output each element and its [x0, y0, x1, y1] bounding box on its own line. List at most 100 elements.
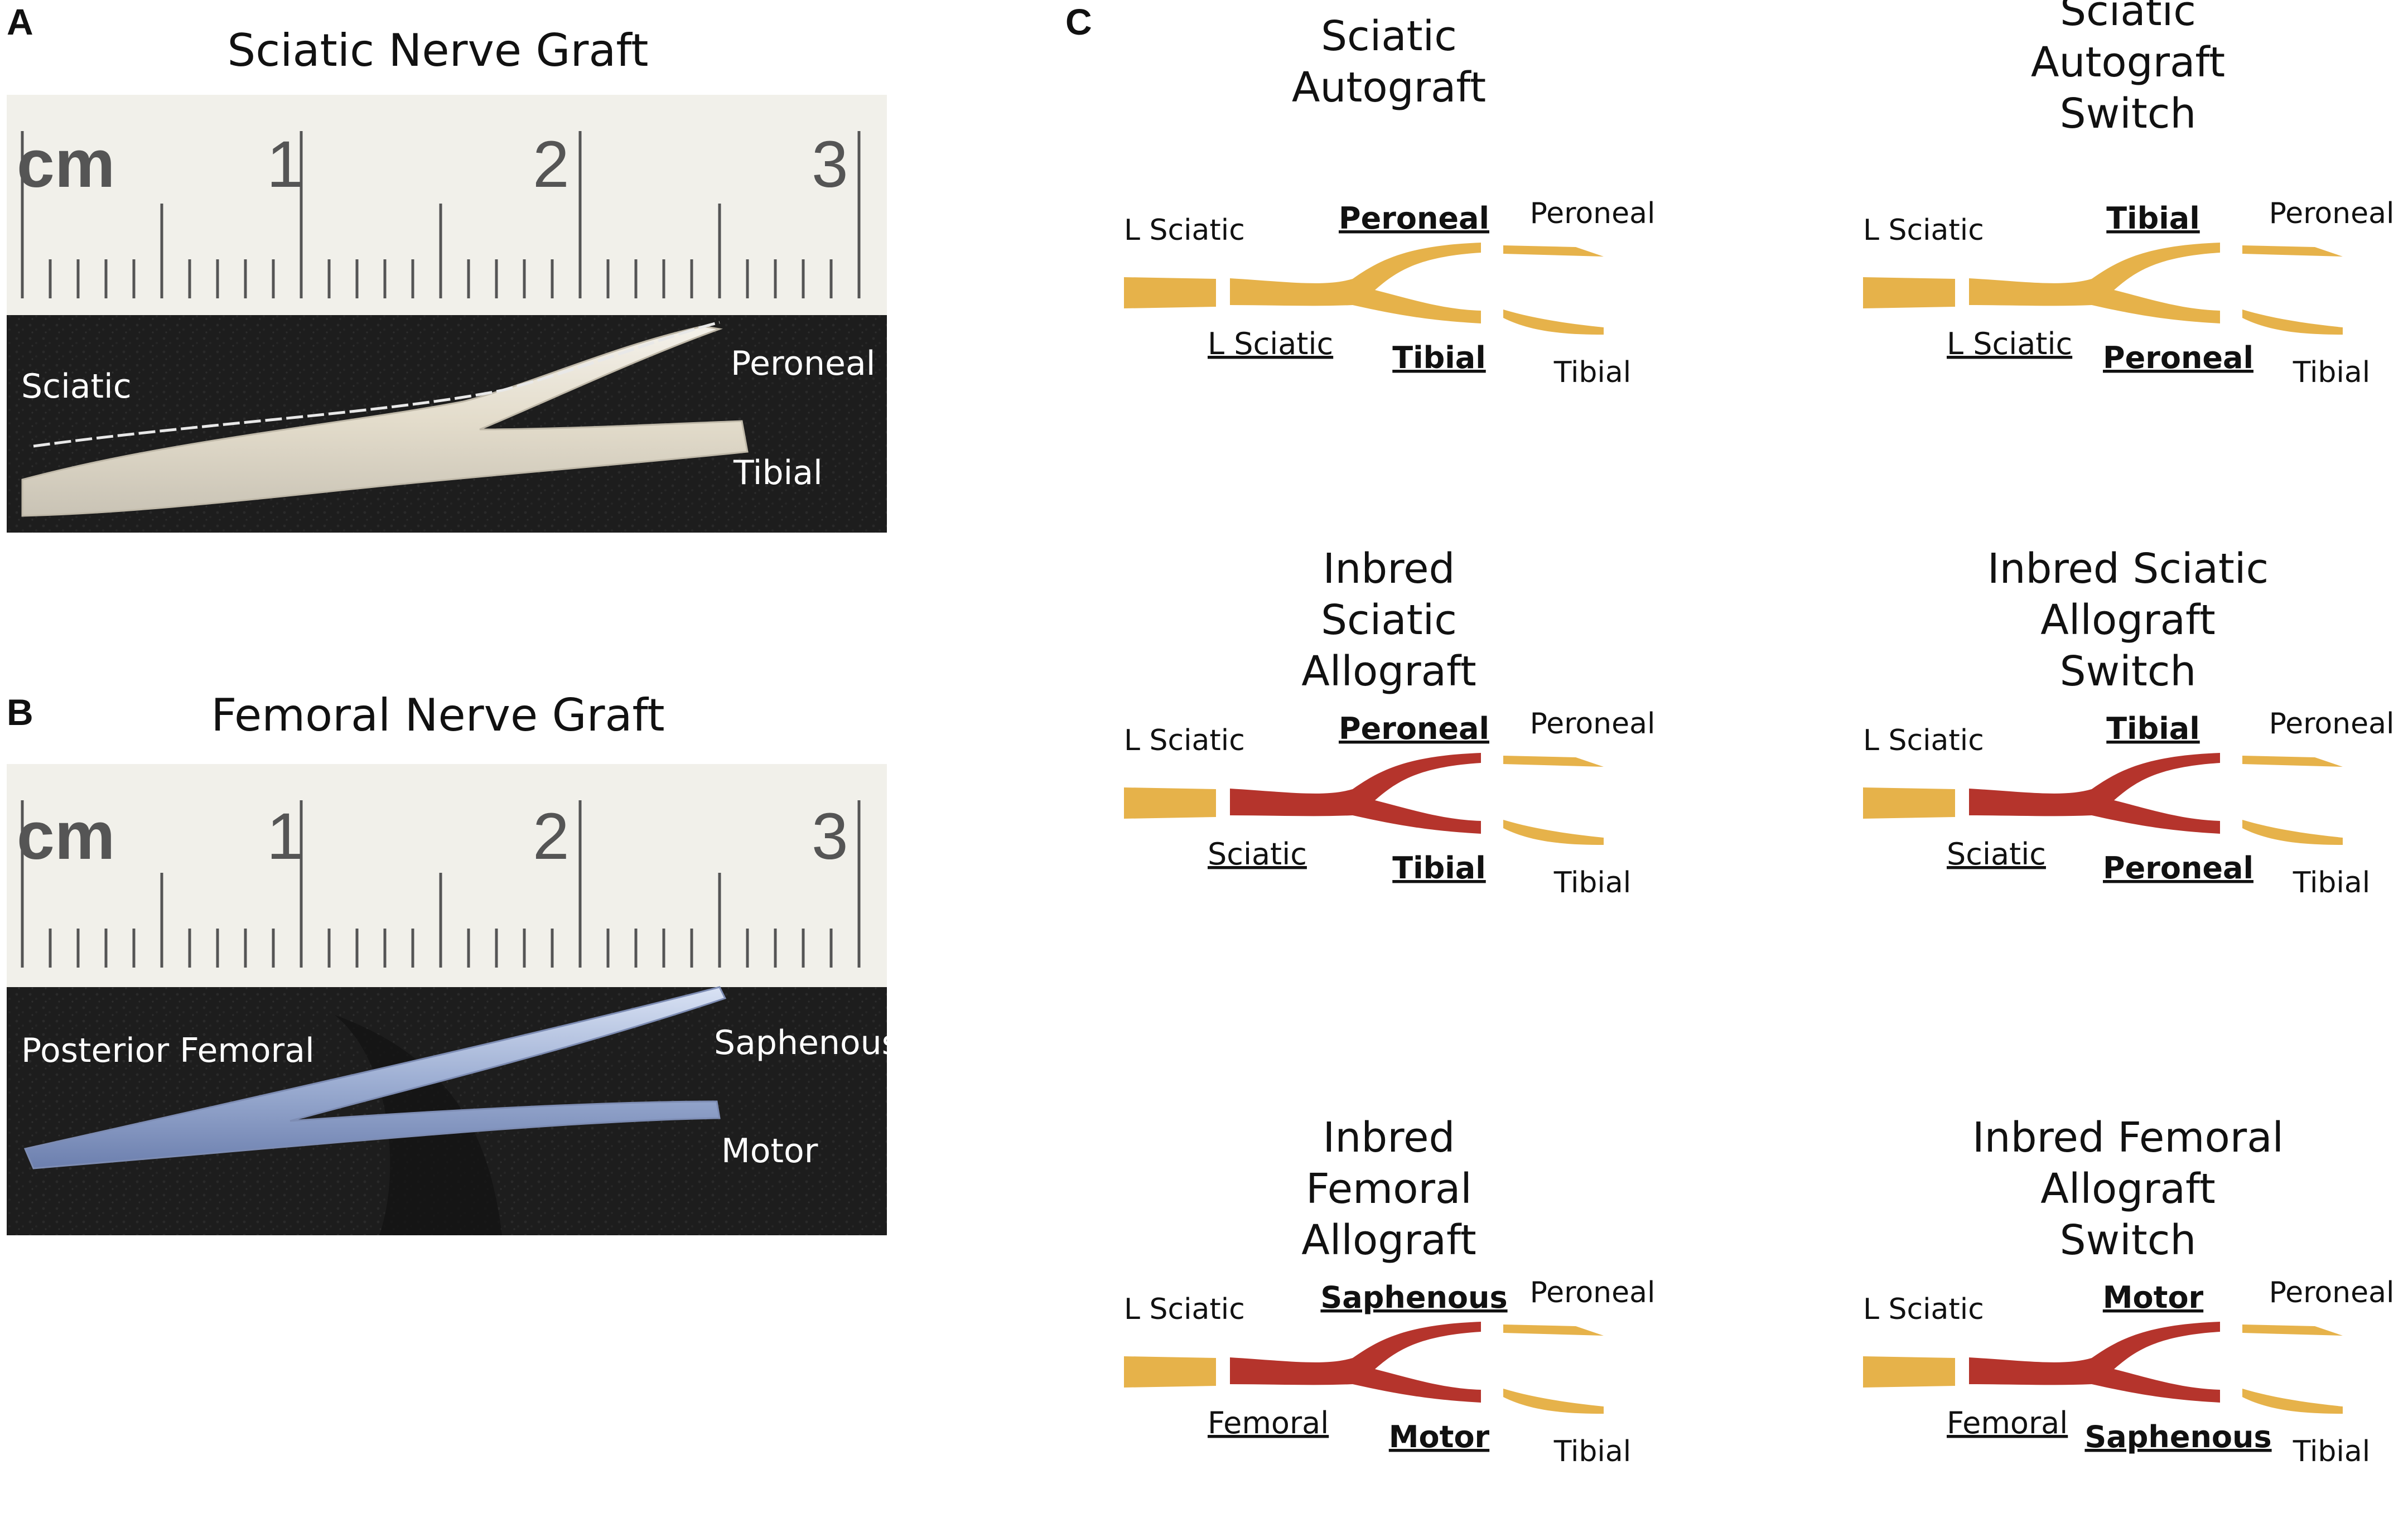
graft-label: L Sciatic — [1947, 326, 2072, 361]
host-proximal-stump — [1863, 277, 1955, 308]
ruler-number-2: 2 — [533, 800, 570, 873]
diagram-title-line: Switch — [2060, 1216, 2197, 1264]
panel-b-letter: B — [7, 692, 33, 733]
panel-b: B Femoral Nerve Graft cm 1 2 3 Posterior… — [7, 689, 899, 1235]
ruler-body — [7, 764, 887, 987]
diagram-title-line: Femoral — [1306, 1165, 1472, 1213]
nerve-graft — [1230, 1322, 1481, 1403]
diagram-title-line: Allograft — [1301, 647, 1476, 695]
graft-label: Sciatic — [1208, 837, 1307, 872]
label-peroneal: Peroneal — [731, 344, 875, 383]
graft-label: Sciatic — [1947, 837, 2046, 872]
distal-lower-label: Tibial — [2293, 1435, 2370, 1468]
host-proximal-stump — [1124, 1356, 1216, 1388]
host-label: L Sciatic — [1863, 214, 1984, 247]
lower-branch-label: Peroneal — [2103, 340, 2253, 375]
lower-branch-label: Peroneal — [2103, 850, 2253, 886]
lower-branch-label: Motor — [1389, 1419, 1490, 1454]
upper-branch-label: Peroneal — [1339, 711, 1489, 746]
distal-upper-label: Peroneal — [2269, 707, 2395, 741]
host-label: L Sciatic — [1124, 1293, 1245, 1326]
graft-label: L Sciatic — [1208, 326, 1333, 361]
diagram-title-line: Autograft — [1292, 64, 1486, 112]
distal-lower-label: Tibial — [1553, 866, 1631, 900]
panel-a-letter: A — [7, 1, 33, 42]
distal-stump-lower — [1503, 820, 1604, 845]
distal-stump-upper — [2242, 756, 2343, 767]
diagram-title-line: Sciatic — [2060, 0, 2196, 35]
panel-a-title: Sciatic Nerve Graft — [228, 25, 649, 76]
diagram-title-line: Inbred Sciatic — [1987, 545, 2269, 593]
ruler-body — [7, 95, 887, 315]
nerve-graft — [1230, 753, 1481, 834]
sciatic-nerve-specimen — [21, 321, 749, 517]
distal-stump-lower — [2242, 310, 2343, 335]
diagram-title-line: Switch — [2060, 647, 2197, 695]
upper-branch-label: Tibial — [2106, 201, 2199, 236]
distal-stump-lower — [1503, 1389, 1604, 1414]
distal-stump-upper — [1503, 1325, 1604, 1336]
lower-branch-label: Tibial — [1392, 850, 1485, 886]
upper-branch-label: Tibial — [2106, 711, 2199, 746]
diagram-title-line: Switch — [2060, 90, 2197, 138]
panel-b-photo: cm 1 2 3 Posterior Femoral Saphenous Mot… — [7, 764, 899, 1235]
distal-upper-label: Peroneal — [1530, 1276, 1656, 1309]
lower-branch-label: Tibial — [1392, 340, 1485, 375]
diagram-title-line: Sciatic — [1321, 596, 1457, 644]
distal-upper-label: Peroneal — [1530, 707, 1656, 741]
host-proximal-stump — [1863, 787, 1955, 819]
panel-c-letter: C — [1065, 1, 1092, 42]
ruler-number-2: 2 — [533, 128, 570, 201]
distal-lower-label: Tibial — [1553, 356, 1631, 389]
ruler: cm 1 2 3 — [7, 764, 887, 987]
diagram-title-line: Autograft — [2031, 38, 2225, 86]
ruler-number-3: 3 — [812, 800, 848, 873]
ruler-number-1: 1 — [267, 128, 303, 201]
distal-stump-upper — [2242, 245, 2343, 257]
distal-upper-label: Peroneal — [2269, 1276, 2395, 1309]
panel-a-photo: cm 1 2 3 Sciatic Peroneal Tibial — [7, 95, 887, 533]
distal-stump-upper — [1503, 756, 1604, 767]
distal-stump-upper — [1503, 245, 1604, 257]
nerve-graft — [1969, 243, 2220, 323]
host-label: L Sciatic — [1863, 1293, 1984, 1326]
label-tibial: Tibial — [733, 453, 823, 492]
nerve-graft — [1230, 243, 1481, 323]
ruler-unit: cm — [17, 125, 115, 201]
host-label: L Sciatic — [1124, 214, 1245, 247]
nerve-graft — [1969, 753, 2220, 834]
diagram-title-line: Allograft — [1301, 1216, 1476, 1264]
nerve-graft — [1969, 1322, 2220, 1403]
distal-lower-label: Tibial — [2293, 866, 2370, 900]
panel-b-title: Femoral Nerve Graft — [211, 689, 664, 741]
diagram-title-line: Inbred — [1323, 545, 1455, 593]
ruler-unit: cm — [17, 797, 115, 873]
distal-stump-lower — [1503, 310, 1604, 335]
distal-stump-lower — [2242, 1389, 2343, 1414]
upper-branch-label: Motor — [2103, 1280, 2204, 1315]
host-label: L Sciatic — [1124, 724, 1245, 757]
femoral-nerve-specimen — [23, 986, 727, 1169]
graft-label: Femoral — [1208, 1405, 1329, 1441]
diagram-title-line: Sciatic — [1321, 12, 1457, 60]
ruler-number-1: 1 — [267, 800, 303, 873]
host-proximal-stump — [1124, 277, 1216, 308]
diagram-title-line: Inbred Femoral — [1972, 1114, 2284, 1162]
graft-label: Femoral — [1947, 1405, 2068, 1441]
label-sciatic: Sciatic — [21, 367, 132, 406]
distal-lower-label: Tibial — [1553, 1435, 1631, 1468]
upper-branch-label: Peroneal — [1339, 201, 1489, 236]
lower-branch-label: Saphenous — [2084, 1419, 2271, 1454]
ruler-number-3: 3 — [812, 128, 848, 201]
distal-lower-label: Tibial — [2293, 356, 2370, 389]
diagram-title-line: Inbred — [1323, 1114, 1455, 1162]
distal-upper-label: Peroneal — [1530, 197, 1656, 230]
